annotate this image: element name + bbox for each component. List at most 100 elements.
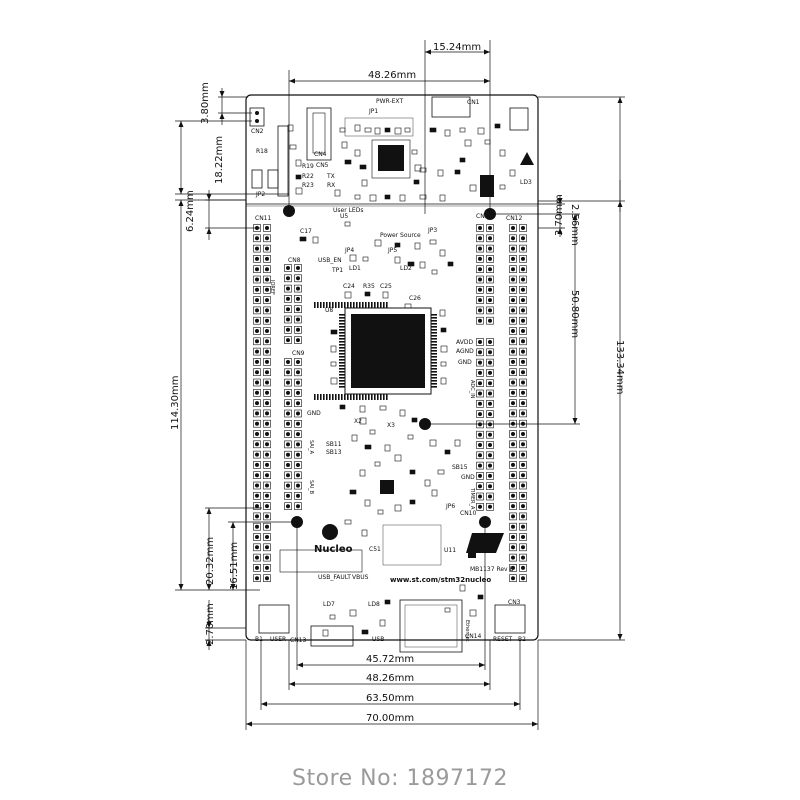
pin-pad	[294, 358, 302, 366]
label-rx: RX	[327, 182, 335, 189]
label-pwr-ext: PWR-EXT	[376, 98, 403, 105]
pin-hole	[255, 401, 259, 406]
mcu-pin	[356, 394, 358, 400]
pin-pad	[509, 358, 517, 366]
smd-part	[361, 529, 368, 537]
mcu-pin	[368, 394, 370, 400]
smd-part	[289, 144, 297, 150]
pin-pad	[476, 389, 484, 398]
pin-hole	[255, 565, 259, 570]
smd-part	[394, 256, 401, 264]
mcu-pin	[339, 347, 345, 349]
smd-part	[444, 449, 451, 455]
label-cn7: CN7	[476, 213, 489, 220]
smd-part	[419, 167, 427, 173]
pin-hole	[488, 504, 492, 509]
mcu-pin	[339, 338, 345, 340]
pin-pad	[486, 420, 494, 429]
pin-pad	[294, 378, 302, 387]
pin-pad	[509, 481, 517, 490]
pin-hole	[488, 226, 492, 230]
smd-part	[361, 179, 368, 187]
pin-hole	[511, 246, 515, 251]
pin-hole	[478, 504, 482, 509]
arrowhead	[484, 681, 490, 687]
pin-hole	[296, 370, 300, 375]
mcu-pin	[374, 394, 376, 400]
smd-part	[362, 256, 369, 262]
pin-hole	[511, 442, 515, 447]
pin-pad	[519, 275, 527, 284]
mcu-pin	[339, 386, 345, 388]
mcu-pin	[339, 368, 345, 370]
pin-pad	[294, 325, 302, 334]
pin-pad	[253, 358, 261, 366]
smd-part	[429, 239, 437, 245]
pin-pad	[253, 491, 261, 500]
pin-hole	[286, 307, 290, 312]
mcu-pin	[339, 341, 345, 343]
pin-pad	[263, 461, 271, 469]
pin-hole	[286, 463, 290, 467]
label-cn8: CN8	[288, 257, 301, 264]
smd-part	[437, 469, 445, 475]
pin-pad	[476, 369, 484, 377]
mcu-pin	[339, 332, 345, 334]
pin-pad	[263, 368, 271, 377]
pin-pad	[519, 327, 527, 335]
mcu-pin	[339, 329, 345, 331]
label-b1: B1	[255, 636, 263, 643]
pin-pad	[486, 348, 494, 357]
smd-part	[379, 619, 386, 627]
mcu-pin	[431, 329, 437, 331]
smd-part	[364, 499, 371, 507]
pin-pad	[486, 255, 494, 263]
pin-pad	[284, 419, 292, 428]
arrowhead	[246, 721, 252, 727]
mcu-pin	[320, 394, 322, 400]
pin-pad	[476, 244, 484, 253]
pin-pad	[294, 305, 302, 314]
pin-pad	[294, 492, 302, 500]
pin-pad	[509, 399, 517, 407]
pin-hole	[296, 473, 300, 478]
arrowhead	[178, 200, 184, 206]
pin-pad	[486, 306, 494, 315]
mcu-pin	[335, 394, 337, 400]
mcu-pin	[356, 302, 358, 308]
mcu-pin	[383, 302, 385, 308]
pin-pad	[284, 471, 292, 480]
pin-hole	[265, 287, 269, 292]
mcu-pin	[431, 356, 437, 358]
pin-hole	[521, 504, 525, 509]
pin-pad	[253, 564, 261, 572]
pin-pad	[253, 502, 261, 510]
pin-hole	[478, 391, 482, 396]
label-tp1: TP1	[331, 267, 343, 274]
pin-hole	[286, 473, 290, 478]
pin-hole	[296, 360, 300, 364]
arrowhead	[230, 522, 236, 528]
mcu-pin	[377, 302, 379, 308]
smd-part	[382, 291, 389, 299]
pin-pad	[509, 491, 517, 500]
mcu-pin	[339, 377, 345, 379]
smd-part	[414, 164, 422, 172]
pin-pad	[253, 347, 261, 356]
dim-bottom-edge: 2.70mm	[205, 603, 216, 645]
mcu-pin	[431, 344, 437, 346]
mcu-pin	[339, 353, 345, 355]
pin-hole	[511, 370, 515, 375]
mcu-pin	[339, 356, 345, 358]
label-c26: C26	[409, 295, 421, 302]
pin-hole	[511, 462, 515, 467]
pin-pad	[263, 564, 271, 572]
label-cn12: CN12	[506, 215, 522, 222]
pin-pad	[263, 512, 271, 521]
label-sb13: SB13	[326, 449, 342, 456]
label-cn4: CN4	[314, 151, 327, 158]
pin-pad	[263, 430, 271, 438]
pin-pad	[476, 275, 484, 284]
pin-hole	[521, 318, 525, 323]
